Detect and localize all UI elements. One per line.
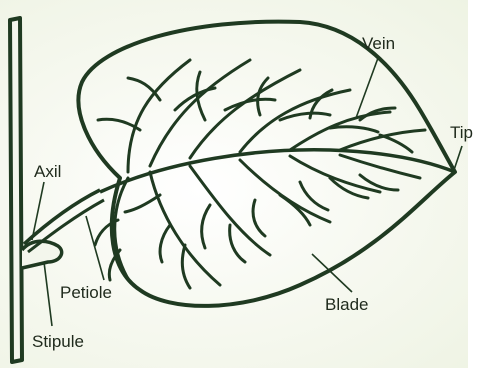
- leaf-blade: [78, 22, 455, 306]
- petiole-pointer: [86, 216, 104, 280]
- label-blade: Blade: [325, 296, 368, 313]
- label-axil: Axil: [34, 163, 61, 180]
- stipule: [22, 241, 62, 268]
- label-petiole: Petiole: [60, 284, 112, 301]
- petiole: [24, 190, 100, 244]
- label-tip: Tip: [450, 124, 473, 141]
- label-vein: Vein: [362, 35, 395, 52]
- label-stipule: Stipule: [32, 333, 84, 350]
- tip-pointer: [454, 146, 462, 170]
- vein-pointer: [356, 58, 378, 118]
- stipule-pointer: [44, 262, 52, 326]
- stem: [10, 18, 22, 362]
